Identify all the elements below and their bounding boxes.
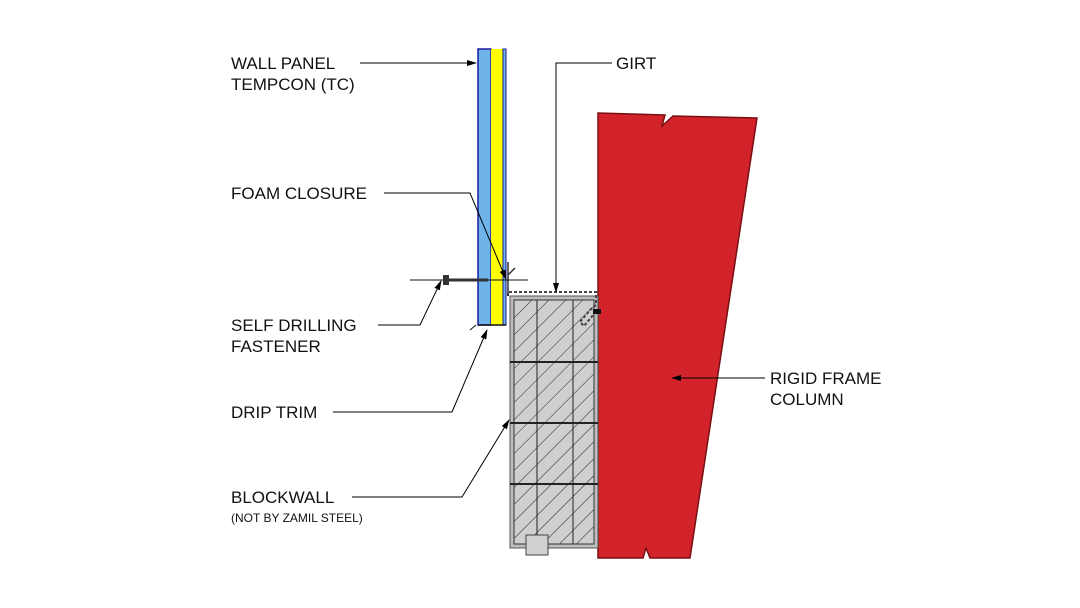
rigid-frame-column-label: RIGID FRAME COLUMN xyxy=(770,368,881,410)
leader-girt xyxy=(553,62,612,293)
blockwall-label: BLOCKWALL xyxy=(231,488,335,507)
girt-bolt xyxy=(593,309,601,314)
drip-trim-label: DRIP TRIM xyxy=(231,403,318,422)
wall-panel-label-line-2: TEMPCON (TC) xyxy=(231,75,355,94)
drip-trim xyxy=(469,324,477,331)
foam-closure-label: FOAM CLOSURE xyxy=(231,184,368,203)
column-label-line-2: COLUMN xyxy=(770,390,844,409)
wall-panel-label-line-1: WALL PANEL xyxy=(231,54,336,73)
column-label-line-1: RIGID FRAME xyxy=(770,369,882,388)
leader-drip-trim xyxy=(333,329,488,413)
girt-label: GIRT xyxy=(616,54,657,73)
wall-panel xyxy=(477,48,507,326)
blockwall xyxy=(509,295,599,556)
leader-blockwall xyxy=(352,419,510,498)
leader-lines xyxy=(333,60,765,498)
fastener-label-line-2: FASTENER xyxy=(231,337,321,356)
self-drilling-fastener-label: SELF DRILLING FASTENER xyxy=(231,315,357,357)
leader-foam-closure xyxy=(384,192,507,280)
self-drilling-fastener xyxy=(410,275,528,285)
leader-fastener xyxy=(378,280,442,326)
wall-panel-label: WALL PANEL TEMPCON (TC) xyxy=(231,53,355,95)
blockwall-note: (NOT BY ZAMIL STEEL) xyxy=(231,511,363,525)
foam-closure xyxy=(507,262,516,296)
rigid-frame-column xyxy=(597,112,758,559)
fastener-label-line-1: SELF DRILLING xyxy=(231,316,357,335)
